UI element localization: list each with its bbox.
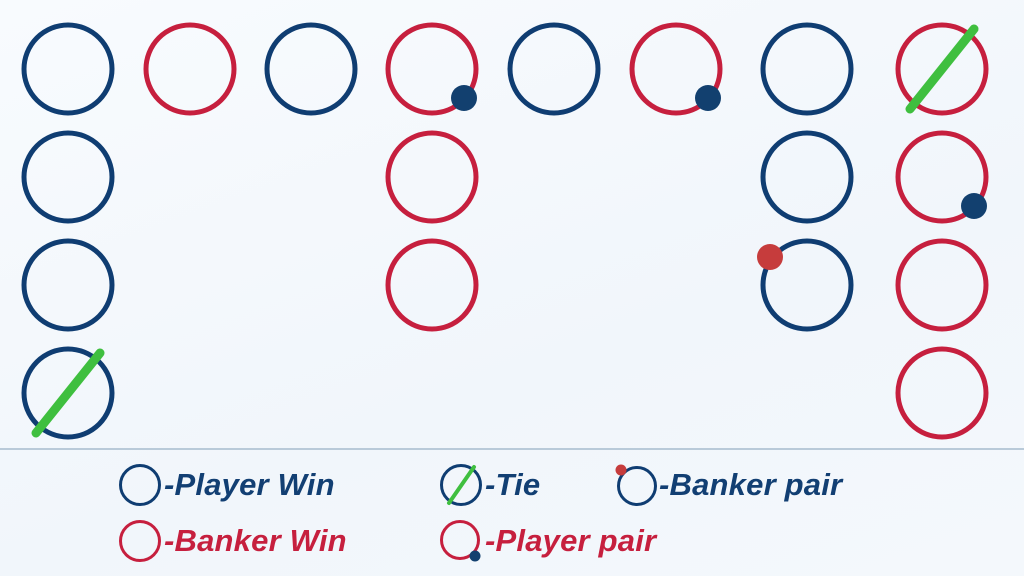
bead-player — [264, 22, 358, 116]
bead-player — [21, 130, 115, 224]
banker-win-circle-icon — [143, 22, 237, 116]
player-win-circle-icon — [760, 22, 854, 116]
tie-slash-icon — [905, 24, 979, 114]
banker-win-circle-icon — [895, 238, 989, 332]
legend-label-tie: -Tie — [485, 467, 541, 502]
bead-player — [21, 238, 115, 332]
legend-item-tie: -Tie — [438, 463, 540, 507]
player-win-circle-icon — [760, 238, 854, 332]
bead-banker-tie — [895, 22, 989, 116]
player-win-circle-icon — [21, 130, 115, 224]
legend-item-banker-pair: -Banker pair — [612, 463, 842, 507]
player-win-circle-icon — [21, 22, 115, 116]
bead-player — [21, 22, 115, 116]
bead-banker — [895, 346, 989, 440]
legend-item-player-pair: -Player pair — [438, 519, 656, 563]
bead-player-tie — [21, 346, 115, 440]
bead-banker-player-pair — [629, 22, 723, 116]
legend-divider — [0, 448, 1024, 450]
player-pair-dot-icon — [451, 85, 477, 111]
player-win-circle-icon — [21, 346, 115, 440]
banker-win-circle-icon — [629, 22, 723, 116]
banker-win-circle-icon — [895, 130, 989, 224]
legend: -Player Win -Tie -Banker pair -Banker Wi… — [0, 450, 1024, 576]
player-win-circle-icon — [264, 22, 358, 116]
bead-banker — [385, 130, 479, 224]
banker-win-circle-icon — [385, 238, 479, 332]
banker-win-circle-icon — [385, 130, 479, 224]
bead-banker-player-pair — [895, 130, 989, 224]
banker-win-circle-icon — [895, 22, 989, 116]
legend-label-banker-pair: -Banker pair — [659, 467, 843, 502]
bead-banker — [143, 22, 237, 116]
tie-circle-icon — [440, 464, 482, 506]
banker-win-circle-icon — [385, 22, 479, 116]
banker-pair-dot-icon — [757, 244, 783, 270]
player-pair-circle-icon — [440, 520, 481, 562]
legend-label-player-pair: -Player pair — [485, 523, 657, 558]
bead-player-banker-pair — [757, 238, 854, 332]
legend-label-banker-win: -Banker Win — [164, 523, 347, 558]
bead-banker — [385, 238, 479, 332]
player-pair-dot-icon — [961, 193, 987, 219]
bead-player — [507, 22, 601, 116]
banker-pair-circle-icon — [615, 464, 657, 506]
bead-banker — [895, 238, 989, 332]
player-win-circle-icon — [760, 130, 854, 224]
player-pair-dot-icon — [695, 85, 721, 111]
player-win-circle-icon — [507, 22, 601, 116]
legend-item-banker-win: -Banker Win — [117, 519, 347, 563]
player-win-circle-icon — [119, 464, 161, 506]
banker-win-circle-icon — [119, 520, 161, 562]
bead-player — [760, 130, 854, 224]
legend-item-player-win: -Player Win — [117, 463, 335, 507]
bead-banker-player-pair — [385, 22, 479, 116]
player-win-circle-icon — [21, 238, 115, 332]
tie-slash-icon — [31, 348, 105, 438]
legend-label-player-win: -Player Win — [164, 467, 335, 502]
bead-road-grid — [21, 22, 989, 440]
bead-player — [760, 22, 854, 116]
banker-win-circle-icon — [895, 346, 989, 440]
